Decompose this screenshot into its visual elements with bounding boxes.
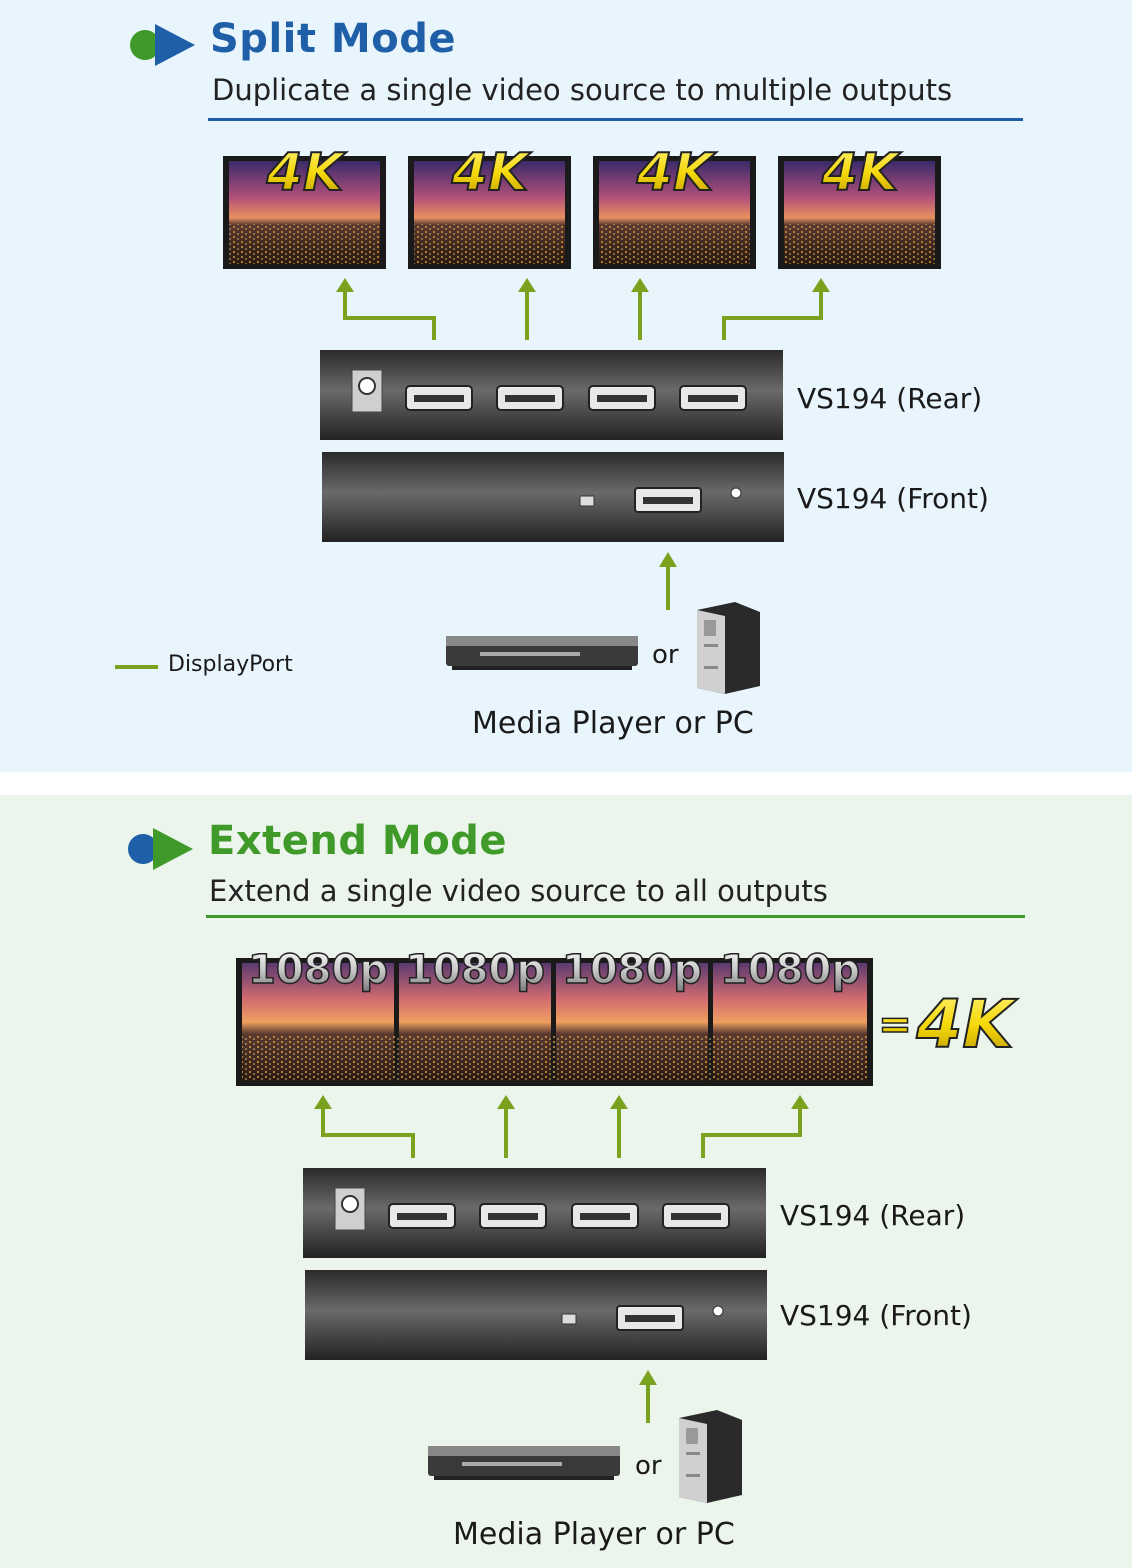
split-media-player-icon xyxy=(446,636,638,670)
extend-front-label: VS194 (Front) xyxy=(780,1299,972,1332)
split-bullet-icon xyxy=(130,24,195,66)
legend-displayport-label: DisplayPort xyxy=(168,652,293,677)
split-monitor-3 xyxy=(593,156,756,269)
extend-source-label: Media Player or PC xyxy=(453,1517,735,1552)
extend-badge-4: 1080p xyxy=(720,947,860,993)
extend-mode-rule xyxy=(206,915,1025,918)
split-badge-3: 4K xyxy=(636,143,717,203)
extend-video-wall xyxy=(236,958,873,1086)
split-monitor-1 xyxy=(223,156,386,269)
split-badge-4: 4K xyxy=(821,143,902,203)
split-monitor-4 xyxy=(778,156,941,269)
extend-arrowheads xyxy=(314,1095,809,1109)
extend-input-arrow xyxy=(639,1370,657,1423)
extend-output-arrows xyxy=(321,1105,802,1158)
split-input-arrow xyxy=(659,552,677,610)
split-monitor-2 xyxy=(408,156,571,269)
extend-vs194-rear-device xyxy=(303,1168,766,1258)
split-mode-graphics: 4K 4K 4K 4K xyxy=(115,24,941,694)
extend-vs194-front-device xyxy=(305,1270,767,1360)
split-mode-title: Split Mode xyxy=(210,16,456,62)
split-mode-rule xyxy=(208,118,1023,121)
extend-badge-3: 1080p xyxy=(562,947,702,993)
split-source-label: Media Player or PC xyxy=(472,706,754,741)
extend-equals-sign: = xyxy=(878,1002,912,1048)
split-mode-panel: 4K 4K 4K 4K xyxy=(0,0,1132,772)
split-mode-subtitle: Duplicate a single video source to multi… xyxy=(212,73,953,107)
extend-badge-2: 1080p xyxy=(405,947,545,993)
extend-pc-tower-icon xyxy=(679,1410,742,1503)
split-vs194-front-device xyxy=(322,452,784,542)
split-badge-2: 4K xyxy=(451,143,532,203)
extend-badge-1: 1080p xyxy=(248,947,388,993)
split-output-arrows xyxy=(343,288,823,340)
extend-bullet-icon xyxy=(128,828,193,870)
extend-media-player-icon xyxy=(428,1446,620,1480)
split-badge-1: 4K xyxy=(266,143,347,203)
extend-mode-graphics: 1080p 1080p 1080p 1080p = 4K xyxy=(128,828,1019,1503)
extend-or-label: or xyxy=(635,1451,662,1481)
extend-result-badge: 4K xyxy=(915,986,1018,1063)
extend-rear-label: VS194 (Rear) xyxy=(780,1199,966,1232)
split-arrowheads xyxy=(336,278,830,292)
split-pc-tower-icon xyxy=(697,602,760,694)
extend-mode-subtitle: Extend a single video source to all outp… xyxy=(209,874,828,908)
extend-mode-title: Extend Mode xyxy=(208,818,507,864)
split-vs194-rear-device xyxy=(320,350,783,440)
split-or-label: or xyxy=(652,640,679,670)
split-rear-label: VS194 (Rear) xyxy=(797,382,983,415)
extend-mode-panel: 1080p 1080p 1080p 1080p = 4K xyxy=(0,795,1132,1568)
split-front-label: VS194 (Front) xyxy=(797,482,989,515)
